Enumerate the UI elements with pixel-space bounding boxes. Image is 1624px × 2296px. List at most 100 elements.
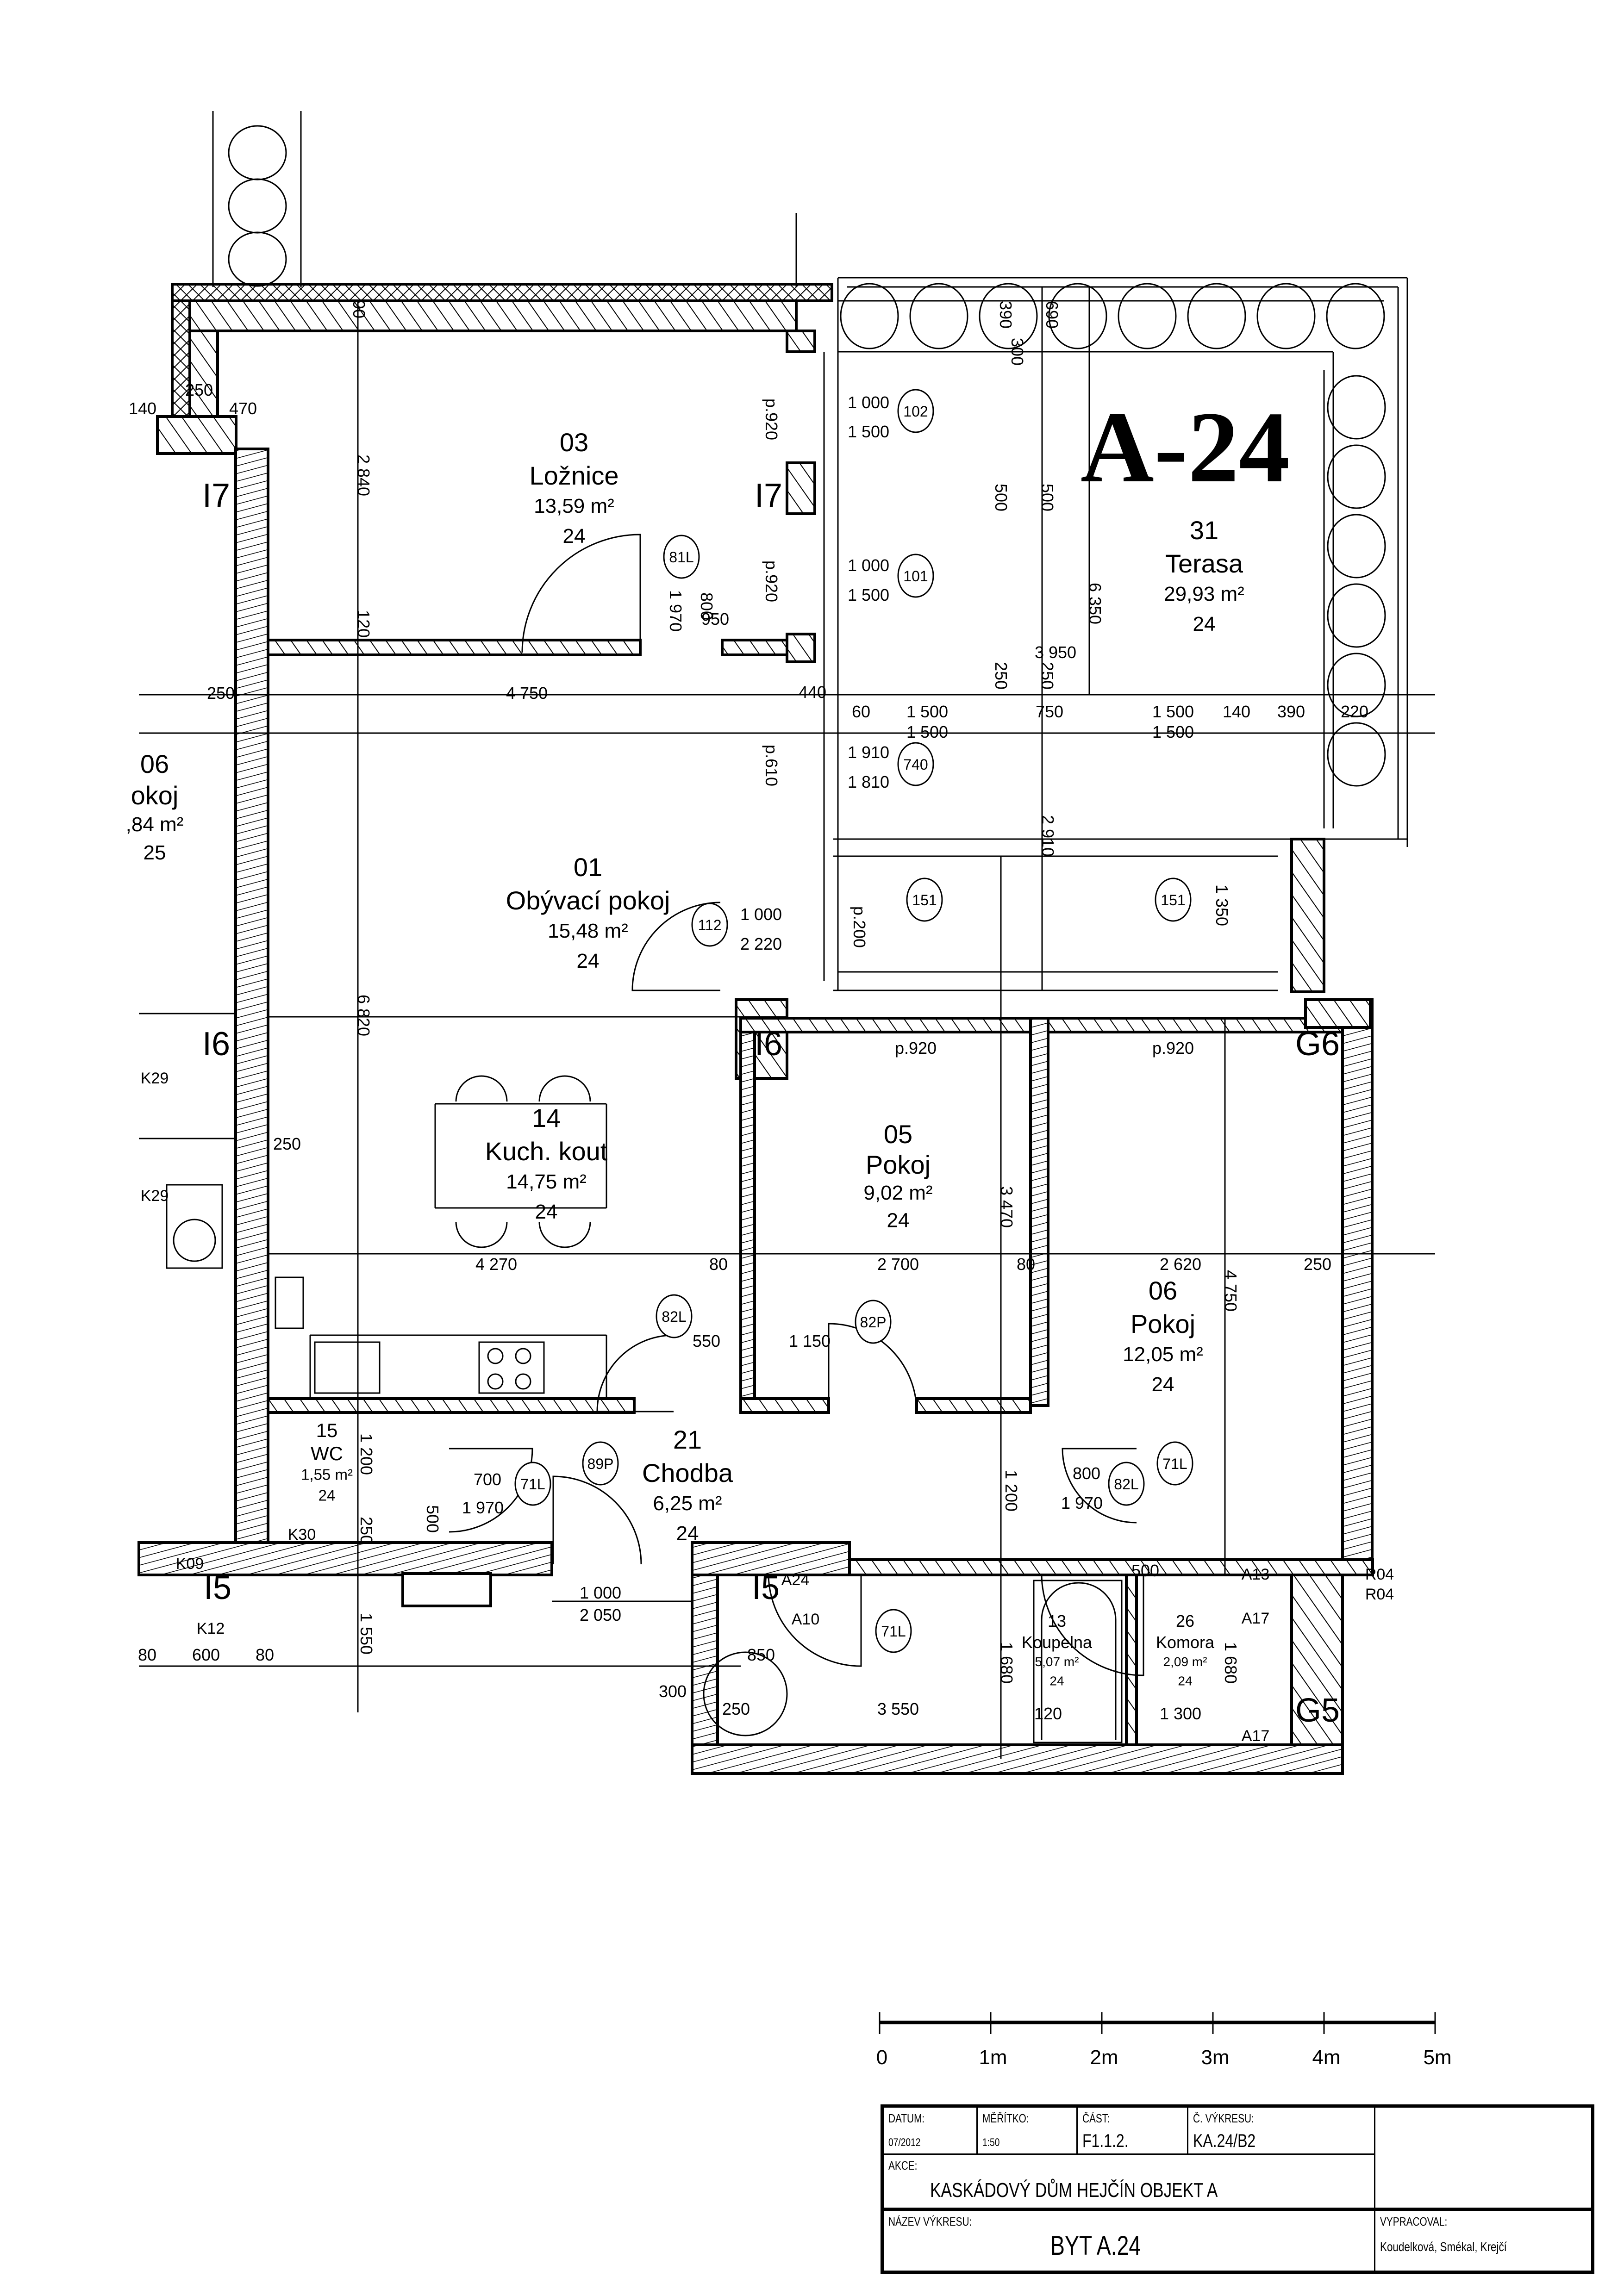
wall-code: K12 bbox=[197, 1620, 225, 1637]
hob-burner-icon bbox=[515, 1373, 531, 1390]
dimension-label: p.920 bbox=[895, 1039, 937, 1058]
planter-circle bbox=[1327, 444, 1386, 509]
dimension-label: 6 350 bbox=[1086, 583, 1105, 624]
dimension-label: 2 910 bbox=[1038, 815, 1057, 857]
dimension-label: 600 bbox=[192, 1645, 220, 1664]
door-tag: 102 bbox=[903, 403, 928, 420]
room-number: 03 bbox=[560, 428, 588, 457]
dimension-label: 1 810 bbox=[848, 772, 889, 791]
meritko-label: MĚŘÍTKO: bbox=[982, 2111, 1029, 2125]
wall-code: K09 bbox=[176, 1555, 204, 1573]
door-tag-circle bbox=[1108, 1462, 1145, 1506]
wall bbox=[786, 633, 816, 663]
wall-code: A24 bbox=[781, 1571, 810, 1589]
dimension-label: 750 bbox=[1036, 702, 1063, 721]
dimension-label: 250 bbox=[207, 684, 235, 703]
room-number: 06 bbox=[140, 749, 169, 778]
hob-burner-icon bbox=[487, 1348, 504, 1364]
wall bbox=[1341, 998, 1374, 1570]
dimension-label: 80 bbox=[709, 1255, 728, 1274]
akce-label: AKCE: bbox=[888, 2159, 918, 2172]
dimension-label: 1 200 bbox=[357, 1433, 376, 1475]
dimension-label: 500 bbox=[1131, 1561, 1159, 1580]
scale-bar-label: 4m bbox=[1312, 2046, 1340, 2069]
room-floor: 24 bbox=[535, 1201, 558, 1223]
door-tag: 89P bbox=[587, 1456, 614, 1472]
dimension-label: 1 150 bbox=[789, 1332, 831, 1350]
cell-vypracoval: VYPRACOVAL: Koudelková, Smékal, Krejčí bbox=[1375, 2211, 1591, 2271]
room-name: Obývací pokoj bbox=[506, 886, 670, 915]
wall-code: R04 bbox=[1365, 1586, 1394, 1603]
room-floor: 24 bbox=[676, 1522, 699, 1545]
wall-code: A17 bbox=[1242, 1727, 1270, 1745]
room-area: 29,93 m² bbox=[1164, 583, 1244, 605]
door-tag: 71L bbox=[881, 1623, 906, 1640]
room-floor: 24 bbox=[1152, 1373, 1174, 1396]
planter-circle bbox=[1327, 722, 1386, 787]
room-area: 13,59 m² bbox=[534, 495, 614, 517]
room-name: Chodba bbox=[642, 1458, 733, 1487]
hob-burner-icon bbox=[487, 1373, 504, 1390]
datum-value: 07/2012 bbox=[888, 2136, 921, 2149]
dimension-label: 3 950 bbox=[1035, 643, 1076, 662]
dimension-label: 3 470 bbox=[997, 1186, 1016, 1228]
vypracoval-label: VYPRACOVAL: bbox=[1380, 2215, 1448, 2228]
room-number: 26 bbox=[1176, 1612, 1194, 1630]
cell-empty bbox=[1375, 2108, 1591, 2211]
planter-circle bbox=[1326, 283, 1385, 349]
dimension-label: p.610 bbox=[762, 745, 781, 786]
dimension-label: 1 970 bbox=[666, 590, 685, 632]
washbasin bbox=[166, 1184, 223, 1269]
room-number: 13 bbox=[1048, 1612, 1066, 1630]
nazev-value: BYT A.24 bbox=[1050, 2231, 1141, 2261]
room-name: Komora bbox=[1156, 1633, 1215, 1652]
room-floor: 24 bbox=[1049, 1674, 1064, 1688]
dimension-label: 4 270 bbox=[475, 1255, 517, 1274]
wall bbox=[188, 299, 798, 332]
chair bbox=[538, 1075, 591, 1102]
dimension-label: 1 680 bbox=[997, 1642, 1016, 1684]
dimension-label: 2 620 bbox=[1160, 1255, 1201, 1274]
door-tag-circle bbox=[897, 554, 934, 598]
datum-label: DATUM: bbox=[888, 2111, 925, 2125]
dimension-label: 1 500 bbox=[906, 722, 948, 741]
planter-circle bbox=[1327, 375, 1386, 440]
dimension-label: 4 750 bbox=[1221, 1270, 1240, 1312]
bathtub bbox=[1033, 1580, 1123, 1743]
wall bbox=[1290, 838, 1325, 993]
dimension-label: 300 bbox=[659, 1682, 687, 1701]
dimension-label: 1 000 bbox=[580, 1583, 621, 1602]
cast-label: ČÁST: bbox=[1082, 2111, 1110, 2125]
dimension-label: 2 700 bbox=[877, 1255, 919, 1274]
room-floor: 24 bbox=[1178, 1674, 1192, 1688]
room-name: Terasa bbox=[1165, 549, 1243, 578]
planter-circle bbox=[1118, 283, 1177, 349]
room-number: 05 bbox=[884, 1120, 912, 1149]
room-name: Pokoj bbox=[1131, 1309, 1195, 1338]
dimension-label: 220 bbox=[1341, 702, 1368, 721]
scale-bar-label: 3m bbox=[1201, 2046, 1229, 2069]
door-tag-circle bbox=[897, 742, 934, 786]
dimension-label: 140 bbox=[129, 399, 156, 418]
door-tag-circle bbox=[906, 877, 943, 922]
door-tag: 101 bbox=[903, 568, 928, 585]
door-tag-circle bbox=[897, 389, 934, 433]
door-tag-circle bbox=[1156, 1441, 1193, 1486]
wall-code: A10 bbox=[792, 1611, 820, 1628]
room-name: Koupelna bbox=[1022, 1633, 1093, 1652]
cell-cislo: Č. VÝKRESU: KA.24/B2 bbox=[1188, 2108, 1375, 2155]
wall-code: I7 bbox=[755, 477, 782, 514]
dimension-label: p.920 bbox=[762, 398, 781, 440]
planter-circle bbox=[1327, 514, 1386, 579]
dimension-label: 500 bbox=[423, 1505, 442, 1533]
room-number: 01 bbox=[574, 852, 602, 882]
room-name: okoj bbox=[131, 781, 179, 810]
room-name: Ložnice bbox=[529, 461, 618, 490]
cell-datum: DATUM: 07/2012 bbox=[884, 2108, 978, 2155]
dimension-label: 950 bbox=[701, 610, 729, 628]
walls bbox=[137, 283, 1374, 1775]
door-tag-circle bbox=[656, 1294, 693, 1338]
door-tag-circle bbox=[1155, 877, 1192, 922]
